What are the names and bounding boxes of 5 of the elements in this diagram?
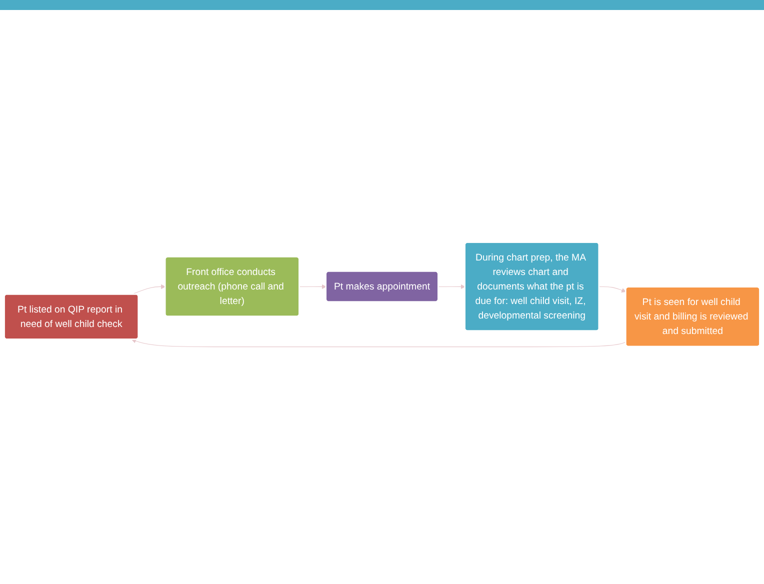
arrow [131,284,166,296]
arrow [598,286,626,293]
arrow [299,284,326,290]
arrow [131,339,626,348]
arrow [438,284,466,290]
